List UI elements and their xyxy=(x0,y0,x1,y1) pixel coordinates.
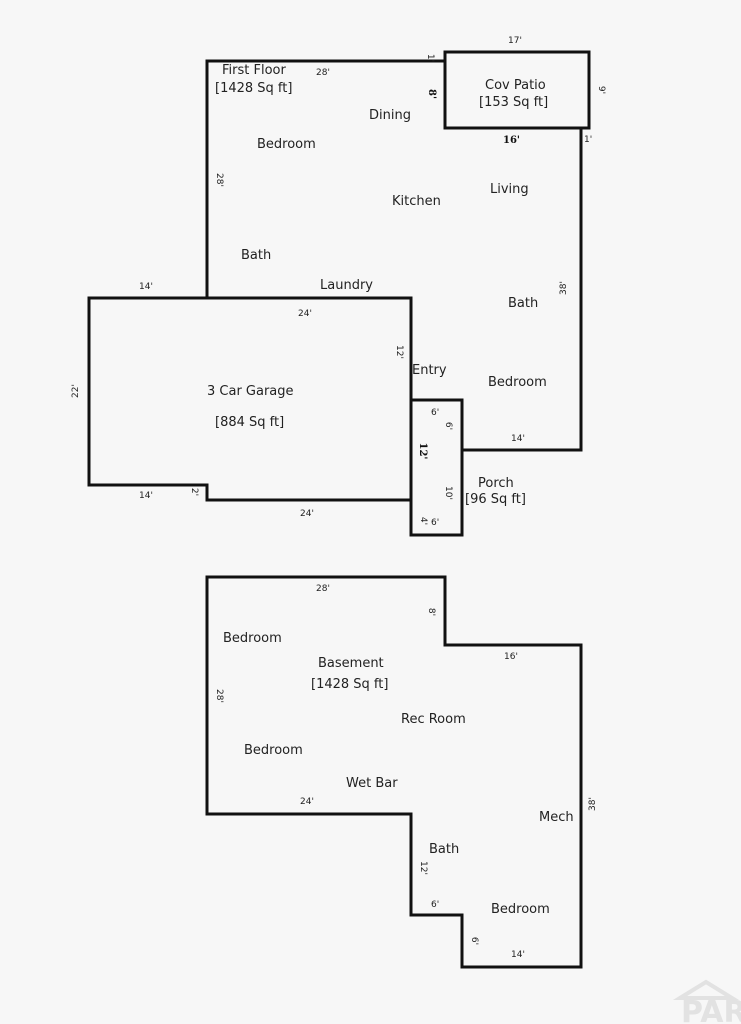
dimension-label: 14' xyxy=(139,282,153,292)
garage-outline xyxy=(87,296,413,502)
room-label-rec-room: Rec Room xyxy=(401,712,466,727)
dimension-label: 12' xyxy=(394,345,404,359)
room-label-dining: Dining xyxy=(369,108,411,123)
room-label-living: Living xyxy=(490,182,529,197)
room-label-bath: Bath xyxy=(508,296,538,311)
room-label-wet-bar: Wet Bar xyxy=(346,776,398,791)
first-floor-title: First Floor xyxy=(222,63,286,78)
dimension-label: 6' xyxy=(431,518,439,528)
dimension-label: 24' xyxy=(300,797,314,807)
cov-patio-title: Cov Patio xyxy=(485,78,546,93)
dimension-label: 38' xyxy=(588,797,598,811)
dimension-label: 4' xyxy=(418,517,428,525)
dimension-label: 2' xyxy=(189,488,199,496)
basement-title: Basement xyxy=(318,656,384,671)
dimension-label: 8' xyxy=(426,608,436,616)
room-label-bedroom: Bedroom xyxy=(257,137,316,152)
room-label-bath: Bath xyxy=(241,248,271,263)
dimension-label: 14' xyxy=(511,950,525,960)
dimension-label: 28' xyxy=(316,584,330,594)
basement-outline xyxy=(205,575,583,969)
cov-patio-area: [153 Sq ft] xyxy=(479,95,548,110)
dimension-label: 28' xyxy=(214,173,224,187)
room-label-mech: Mech xyxy=(539,810,574,825)
dimension-label: 6' xyxy=(431,900,439,910)
dimension-label: 10' xyxy=(443,486,453,500)
dimension-label: 16' xyxy=(504,652,518,662)
par-watermark-logo: PAR xyxy=(672,979,741,1024)
garage-title: 3 Car Garage xyxy=(207,384,294,399)
dimension-label: 6' xyxy=(469,937,479,945)
dimension-label: 1' xyxy=(425,54,435,62)
garage-area: [884 Sq ft] xyxy=(215,415,284,430)
dimension-label: 14' xyxy=(511,434,525,444)
first-floor-outline xyxy=(205,59,445,298)
dimension-label: 38' xyxy=(559,281,569,295)
dimension-label: 6' xyxy=(431,408,439,418)
first-floor-area: [1428 Sq ft] xyxy=(215,81,292,96)
dimension-label: 9' xyxy=(596,86,606,94)
room-label-kitchen: Kitchen xyxy=(392,194,441,209)
dimension-label: 24' xyxy=(300,509,314,519)
room-label-bedroom: Bedroom xyxy=(488,375,547,390)
porch-title: Porch xyxy=(478,476,514,491)
dimension-label: 28' xyxy=(316,68,330,78)
room-label-entry: Entry xyxy=(412,363,447,378)
room-label-laundry: Laundry xyxy=(320,278,373,293)
room-label-bedroom: Bedroom xyxy=(223,631,282,646)
dimension-label: 12' xyxy=(418,861,428,875)
cov-patio-outline xyxy=(443,50,591,130)
dimension-label: 1' xyxy=(584,135,592,145)
porch-area: [96 Sq ft] xyxy=(465,492,526,507)
dimension-label: 16' xyxy=(503,135,520,146)
room-label-bath: Bath xyxy=(429,842,459,857)
dimension-label: 24' xyxy=(298,309,312,319)
dimension-label: 14' xyxy=(139,491,153,501)
dimension-label: 6' xyxy=(443,422,453,430)
dimension-label: 8' xyxy=(426,89,437,99)
room-label-bedroom: Bedroom xyxy=(244,743,303,758)
dimension-label: 17' xyxy=(508,36,522,46)
basement-area: [1428 Sq ft] xyxy=(311,677,388,692)
dimension-label: 12' xyxy=(417,443,428,460)
dimension-label: 28' xyxy=(214,689,224,703)
room-label-bedroom: Bedroom xyxy=(491,902,550,917)
first-floor-right-wall xyxy=(462,128,583,452)
roof-icon xyxy=(672,979,740,1000)
dimension-label: 22' xyxy=(71,384,81,398)
porch-outline xyxy=(409,398,464,537)
watermark-text: PAR xyxy=(681,995,741,1024)
